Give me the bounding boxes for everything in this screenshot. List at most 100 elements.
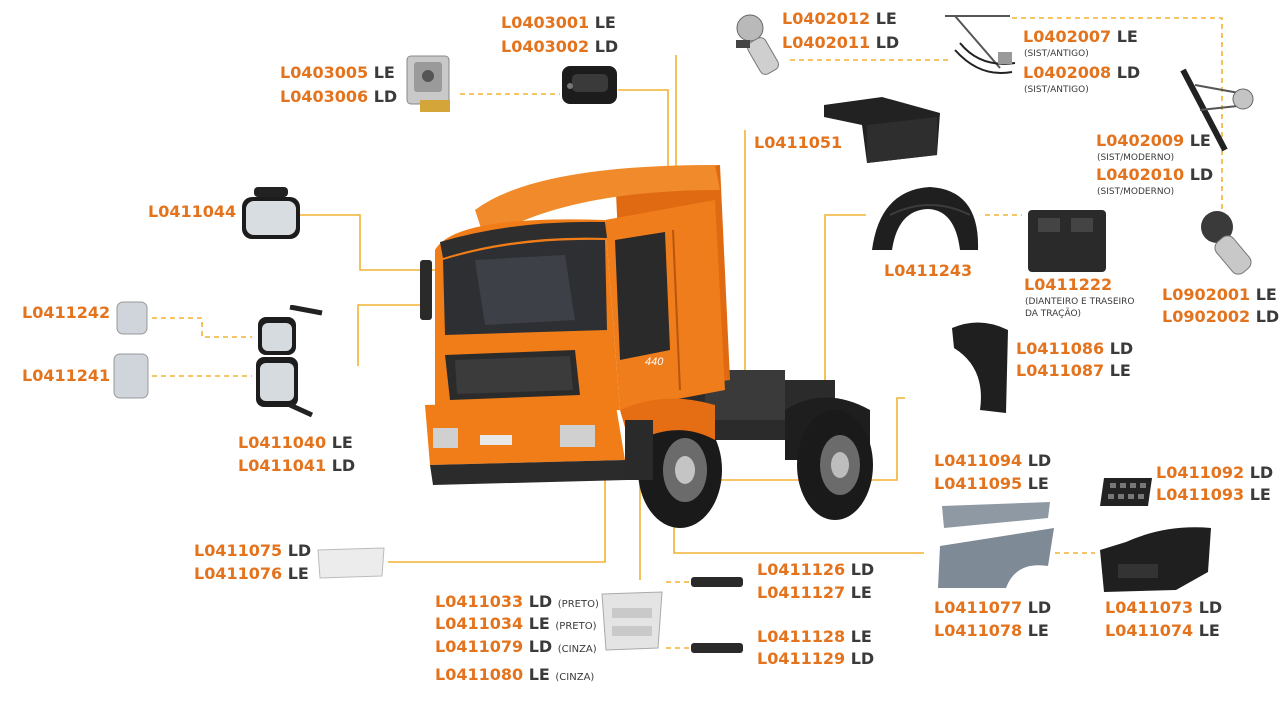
window-motor-2-icon bbox=[1201, 211, 1252, 275]
part-code: L0411241 bbox=[22, 366, 111, 385]
part-code: L0411079 bbox=[435, 637, 524, 656]
label-l0411241: L0411241 bbox=[22, 365, 110, 387]
part-code: L0411074 bbox=[1105, 621, 1194, 640]
part-side: LD bbox=[1249, 463, 1274, 482]
part-code: L0411092 bbox=[1156, 463, 1245, 482]
truck-image: 440 bbox=[420, 165, 873, 528]
part-code: L0411044 bbox=[148, 202, 237, 221]
label-l0403006: L0403006 LD bbox=[280, 86, 397, 108]
part-code: L0402009 bbox=[1096, 131, 1185, 150]
part-note: (CINZA) bbox=[557, 644, 597, 655]
label-l0411126: L0411126 LD bbox=[757, 559, 874, 581]
label-l0411095: L0411095 LE bbox=[934, 473, 1049, 495]
part-side: LE bbox=[373, 63, 395, 82]
part-side: LD bbox=[1109, 339, 1134, 358]
mirror-glass-small-icon bbox=[116, 301, 148, 335]
label-l0402008-note: (SIST/ANTIGO) bbox=[1024, 85, 1089, 95]
part-side: LE bbox=[331, 433, 353, 452]
label-l0403001: L0403001 LE bbox=[501, 12, 616, 34]
label-l0402010: L0402010 LD bbox=[1096, 164, 1213, 186]
step-box-icon bbox=[601, 591, 663, 651]
side-trim-icon bbox=[942, 502, 1050, 528]
part-side: LE bbox=[875, 9, 897, 28]
part-side: LD bbox=[373, 87, 398, 106]
label-l0411243: L0411243 bbox=[884, 260, 972, 282]
label-l0402011: L0402011 LD bbox=[782, 32, 899, 54]
part-code: L0411094 bbox=[934, 451, 1023, 470]
part-code: L0411051 bbox=[754, 133, 843, 152]
part-code: L0411093 bbox=[1156, 485, 1245, 504]
part-side: LD bbox=[528, 637, 553, 656]
label-l0411092: L0411092 LD bbox=[1156, 462, 1273, 484]
part-code: L0411127 bbox=[757, 583, 846, 602]
part-code: L0411075 bbox=[194, 541, 283, 560]
mirror-small-icon bbox=[242, 187, 300, 239]
part-code: L0411034 bbox=[435, 614, 524, 633]
label-l0402010-note: (SIST/MODERNO) bbox=[1097, 187, 1175, 197]
part-code: L0411073 bbox=[1105, 598, 1194, 617]
part-code: L0411242 bbox=[22, 303, 111, 322]
part-code: L0402011 bbox=[782, 33, 871, 52]
part-side: LD bbox=[594, 37, 619, 56]
door-lock-icon bbox=[406, 55, 450, 112]
part-code: L0411033 bbox=[435, 592, 524, 611]
part-side: LE bbox=[528, 614, 550, 633]
mirror-glass-large-icon bbox=[113, 353, 149, 399]
label-l0403005: L0403005 LE bbox=[280, 62, 395, 84]
part-side: LE bbox=[1027, 621, 1049, 640]
truck-badge: 440 bbox=[645, 356, 664, 368]
part-code: L0403001 bbox=[501, 13, 590, 32]
door-handle-icon bbox=[562, 66, 617, 104]
label-l0411222-note-1: (DIANTEIRO E TRASEIRO bbox=[1025, 297, 1135, 307]
label-l0411086: L0411086 LD bbox=[1016, 338, 1133, 360]
part-code: L0411095 bbox=[934, 474, 1023, 493]
label-l0411033: L0411033 LD (PRETO) bbox=[435, 591, 599, 616]
label-l0411078: L0411078 LE bbox=[934, 620, 1049, 642]
part-code: L0403005 bbox=[280, 63, 369, 82]
step-cover-icon bbox=[317, 547, 385, 579]
part-code: L0411243 bbox=[884, 261, 973, 280]
front-fender-icon bbox=[938, 528, 1054, 588]
part-side: LD bbox=[850, 560, 875, 579]
label-l0402007: L0402007 LE bbox=[1023, 26, 1138, 48]
part-code: L0902002 bbox=[1162, 307, 1251, 326]
label-l0411129: L0411129 LD bbox=[757, 648, 874, 670]
rear-fender-icon bbox=[952, 322, 1008, 413]
part-code: L0411086 bbox=[1016, 339, 1105, 358]
part-side: LD bbox=[331, 456, 356, 475]
label-l0411094: L0411094 LD bbox=[934, 450, 1051, 472]
mudflap-icon bbox=[1028, 210, 1106, 272]
part-side: LE bbox=[1255, 285, 1277, 304]
label-l0403002: L0403002 LD bbox=[501, 36, 618, 58]
part-side: LD bbox=[1027, 598, 1052, 617]
label-l0411073: L0411073 LD bbox=[1105, 597, 1222, 619]
part-side: LD bbox=[1198, 598, 1223, 617]
label-l0902001: L0902001 LE bbox=[1162, 284, 1277, 306]
part-side: LD bbox=[287, 541, 312, 560]
label-l0411222: L0411222 bbox=[1024, 274, 1112, 296]
mirror-assembly-icon bbox=[256, 305, 323, 418]
part-code: L0402012 bbox=[782, 9, 871, 28]
part-code: L0411078 bbox=[934, 621, 1023, 640]
label-l0411044: L0411044 bbox=[148, 201, 236, 223]
label-l0411075: L0411075 LD bbox=[194, 540, 311, 562]
part-code: L0411040 bbox=[238, 433, 327, 452]
fender-icon bbox=[872, 187, 979, 250]
label-l0411076: L0411076 LE bbox=[194, 563, 309, 585]
part-side: LE bbox=[1109, 361, 1131, 380]
part-side: LD bbox=[875, 33, 900, 52]
step-assembly-icon bbox=[1100, 527, 1211, 592]
part-side: LD bbox=[1027, 451, 1052, 470]
label-l0402007-note: (SIST/ANTIGO) bbox=[1024, 49, 1089, 59]
label-l0402008: L0402008 LD bbox=[1023, 62, 1140, 84]
part-side: LE bbox=[1249, 485, 1271, 504]
part-side: LE bbox=[1198, 621, 1220, 640]
part-note: (PRETO) bbox=[555, 621, 597, 632]
part-code: L0411129 bbox=[757, 649, 846, 668]
label-l0411040: L0411040 LE bbox=[238, 432, 353, 454]
side-panel-icon bbox=[824, 97, 940, 163]
label-l0411242: L0411242 bbox=[22, 302, 110, 324]
part-side: LE bbox=[528, 665, 550, 684]
part-code: L0411077 bbox=[934, 598, 1023, 617]
part-side: LD bbox=[528, 592, 553, 611]
